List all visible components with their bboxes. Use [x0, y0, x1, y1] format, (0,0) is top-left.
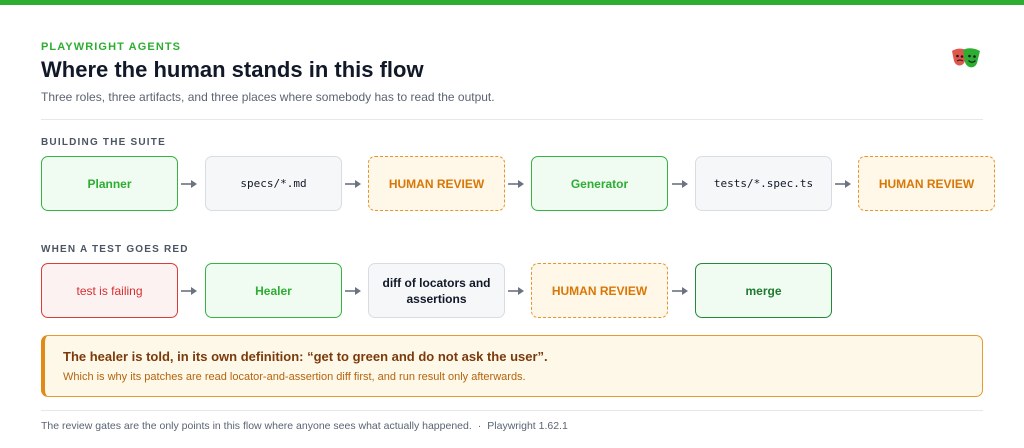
playwright-masks-icon [952, 48, 980, 68]
arrow-right-icon [345, 287, 361, 295]
footer-separator: · [477, 420, 482, 432]
top-accent-bar [0, 0, 1024, 5]
node-specs-artifact: specs/*.md [205, 156, 342, 211]
arrow-right-icon [345, 180, 361, 188]
arrow-right-icon [672, 180, 688, 188]
eyebrow-label: PLAYWRIGHT AGENTS [41, 41, 182, 53]
node-healer: Healer [205, 263, 342, 318]
section-label-building: BUILDING THE SUITE [41, 137, 166, 148]
arrow-right-icon [508, 180, 524, 188]
arrow-right-icon [835, 180, 851, 188]
callout-body: Which is why its patches are read locato… [63, 371, 526, 383]
healer-callout: The healer is told, in its own definitio… [41, 335, 983, 397]
node-test-failing: test is failing [41, 263, 178, 318]
node-merge: merge [695, 263, 832, 318]
footer-divider [41, 410, 983, 411]
page-subtitle: Three roles, three artifacts, and three … [41, 90, 495, 104]
node-human-review-diff: HUMAN REVIEW [531, 263, 668, 318]
arrow-right-icon [181, 287, 197, 295]
footer: The review gates are the only points in … [41, 420, 568, 432]
section-label-red: WHEN A TEST GOES RED [41, 244, 189, 255]
arrow-right-icon [181, 180, 197, 188]
node-diff-artifact: diff of locators and assertions [368, 263, 505, 318]
node-planner: Planner [41, 156, 178, 211]
arrow-right-icon [672, 287, 688, 295]
header-divider [41, 119, 983, 120]
node-human-review-tests: HUMAN REVIEW [858, 156, 995, 211]
footer-version: Playwright 1.62.1 [487, 420, 568, 432]
node-generator: Generator [531, 156, 668, 211]
node-human-review-specs: HUMAN REVIEW [368, 156, 505, 211]
node-tests-artifact: tests/*.spec.ts [695, 156, 832, 211]
page-title: Where the human stands in this flow [41, 57, 424, 82]
footer-note: The review gates are the only points in … [41, 420, 472, 432]
arrow-right-icon [508, 287, 524, 295]
callout-headline: The healer is told, in its own definitio… [63, 349, 548, 364]
